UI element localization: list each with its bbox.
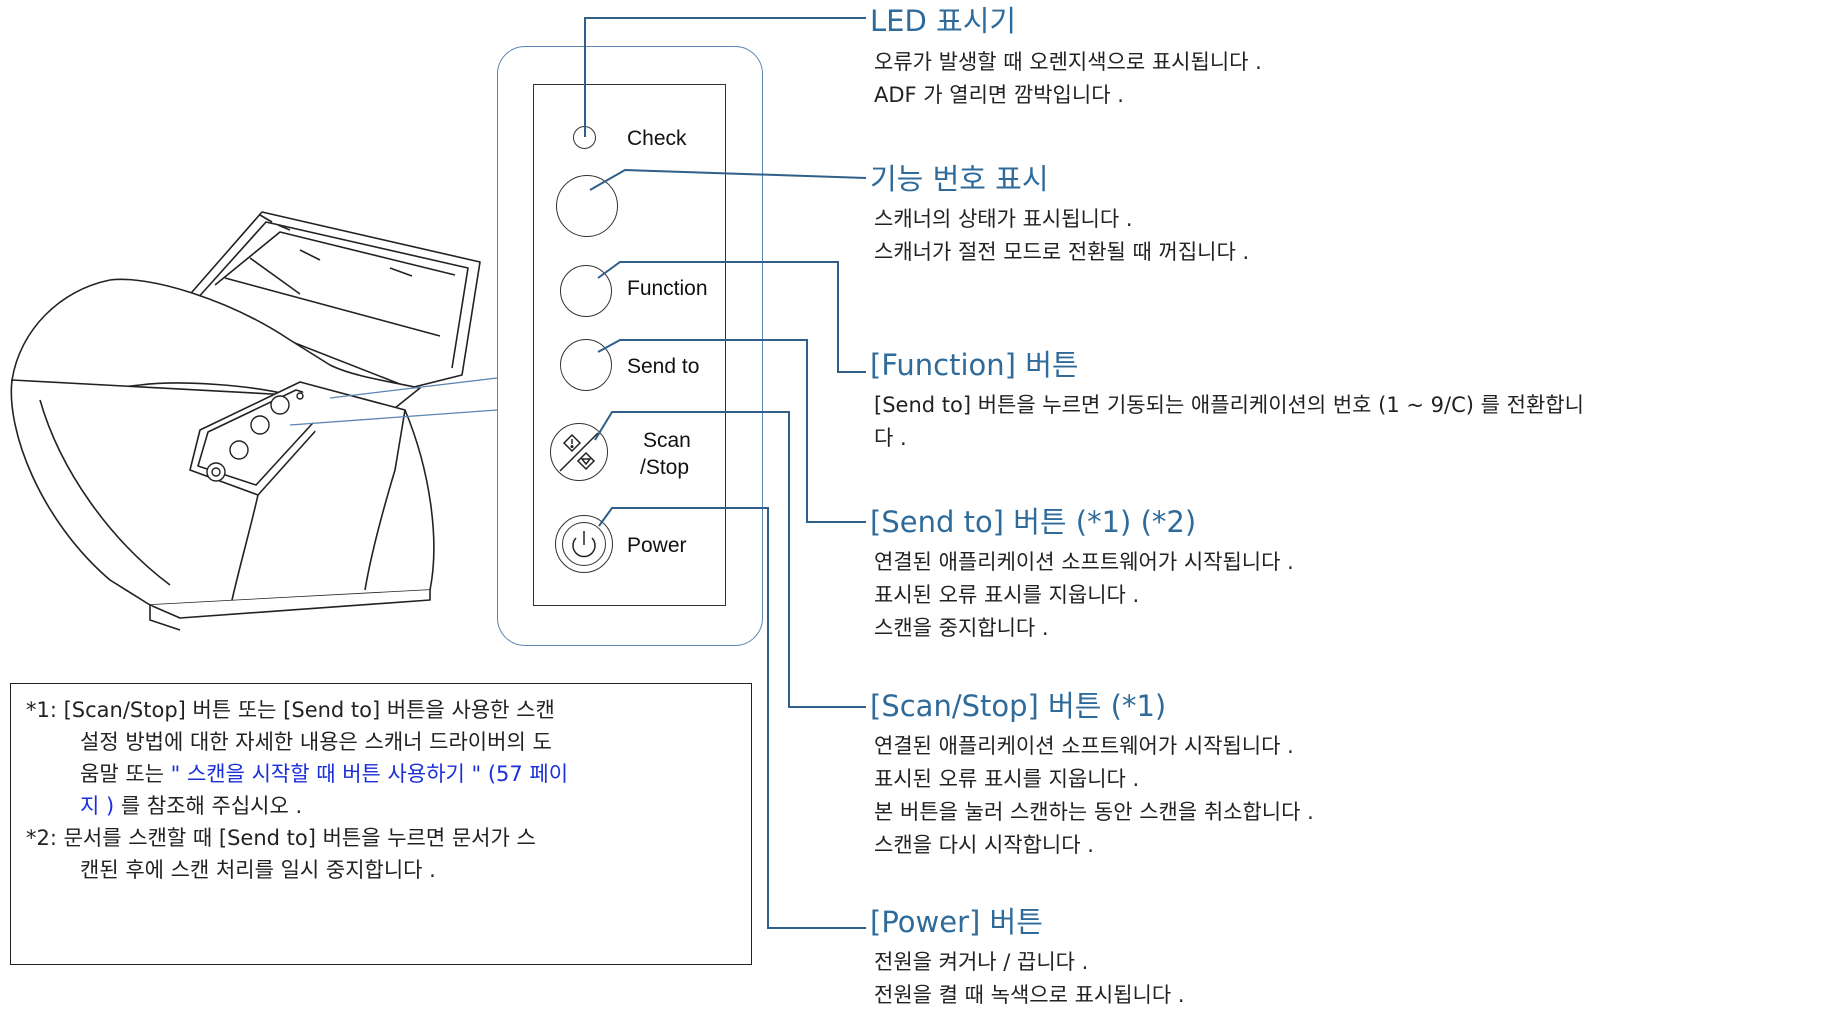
footnote-1: *1: [Scan/Stop] 버튼 또는 [Send to] 버튼을 사용한 … — [26, 694, 568, 822]
led-indicator-description: 오류가 발생할 때 오렌지색으로 표시됩니다 . ADF 가 열리면 깜박입니다… — [874, 46, 1262, 112]
scan-stop-desc-line: 표시된 오류 표시를 지웁니다 . — [874, 767, 1140, 791]
function-number-desc-line: 스캐너의 상태가 표시됩니다 . — [874, 207, 1133, 231]
power-desc-line: 전원을 켜거나 / 끕니다 . — [874, 950, 1089, 974]
power-label: Power — [627, 534, 687, 557]
function-button-description: [Send to] 버튼을 누르면 기동되는 애플리케이션의 번호 (1 ~ 9… — [874, 389, 1584, 455]
send-to-label: Send to — [627, 355, 700, 378]
scan-stop-icon — [559, 432, 599, 472]
footnote-2-line2: 캔된 후에 스캔 처리를 일시 중지합니다 . — [80, 858, 436, 882]
send-to-desc-line: 표시된 오류 표시를 지웁니다 . — [874, 583, 1140, 607]
scan-stop-desc-line: 본 버튼을 눌러 스캔하는 동안 스캔을 취소합니다 . — [874, 800, 1314, 824]
check-label: Check — [627, 127, 687, 150]
function-label: Function — [627, 277, 708, 300]
power-button-title: [Power] 버튼 — [870, 905, 1043, 939]
page-reference-link[interactable]: " 스캔을 시작할 때 버튼 사용하기 " (57 페이 — [170, 762, 569, 786]
send-to-button-title: [Send to] 버튼 (*1) (*2) — [870, 505, 1197, 539]
scan-stop-desc-line: 연결된 애플리케이션 소프트웨어가 시작됩니다 . — [874, 734, 1294, 758]
power-desc-line: 전원을 켤 때 녹색으로 표시됩니다 . — [874, 983, 1185, 1007]
footnote-1-text-end: 를 참조해 주십시오 . — [114, 794, 303, 818]
function-button-title: [Function] 버튼 — [870, 348, 1079, 382]
function-number-desc-line: 스캐너가 절전 모드로 전환될 때 꺼집니다 . — [874, 240, 1250, 264]
power-button-description: 전원을 켜거나 / 끕니다 . 전원을 켤 때 녹색으로 표시됩니다 . — [874, 946, 1185, 1012]
led-indicator-title: LED 표시기 — [870, 4, 1017, 38]
footnote-2-line1: *2: 문서를 스캔할 때 [Send to] 버튼을 누르면 문서가 스 — [26, 826, 536, 850]
power-icon — [572, 531, 596, 558]
function-number-display — [556, 175, 618, 237]
scan-label-line2: /Stop — [640, 456, 690, 479]
send-to-button-description: 연결된 애플리케이션 소프트웨어가 시작됩니다 . 표시된 오류 표시를 지웁니… — [874, 546, 1294, 645]
footnote-box — [10, 683, 752, 965]
function-button-desc-line: 다 . — [874, 426, 907, 450]
led-desc-line: 오류가 발생할 때 오렌지색으로 표시됩니다 . — [874, 50, 1262, 74]
footnote-1-line4: 지 ) 를 참조해 주십시오 . — [26, 790, 568, 822]
scan-label-line1: Scan — [643, 429, 691, 452]
send-to-button[interactable] — [560, 339, 612, 391]
operator-panel-frame — [497, 46, 763, 646]
scan-stop-button-title: [Scan/Stop] 버튼 (*1) — [870, 689, 1167, 723]
led-desc-line: ADF 가 열리면 깜박입니다 . — [874, 83, 1124, 107]
function-number-title: 기능 번호 표시 — [870, 162, 1049, 196]
send-to-desc-line: 스캔을 중지합니다 . — [874, 616, 1049, 640]
footnote-1-line1: *1: [Scan/Stop] 버튼 또는 [Send to] 버튼을 사용한 … — [26, 698, 555, 722]
footnote-1-line3: 움말 또는 " 스캔을 시작할 때 버튼 사용하기 " (57 페이 — [26, 758, 568, 790]
scan-stop-button-description: 연결된 애플리케이션 소프트웨어가 시작됩니다 . 표시된 오류 표시를 지웁니… — [874, 730, 1314, 862]
footnote-2: *2: 문서를 스캔할 때 [Send to] 버튼을 누르면 문서가 스 캔된… — [26, 822, 536, 886]
scan-stop-desc-line: 스캔을 다시 시작합니다 . — [874, 833, 1094, 857]
send-to-desc-line: 연결된 애플리케이션 소프트웨어가 시작됩니다 . — [874, 550, 1294, 574]
footnote-1-line2: 설정 방법에 대한 자세한 내용은 스캐너 드라이버의 도 — [80, 730, 552, 754]
footnote-1-text: 움말 또는 — [80, 762, 171, 786]
function-button-desc-line: [Send to] 버튼을 누르면 기동되는 애플리케이션의 번호 (1 ~ 9… — [874, 393, 1584, 417]
function-number-description: 스캐너의 상태가 표시됩니다 . 스캐너가 절전 모드로 전환될 때 꺼집니다 … — [874, 203, 1249, 269]
page-reference-link-cont[interactable]: 지 ) — [80, 794, 115, 818]
